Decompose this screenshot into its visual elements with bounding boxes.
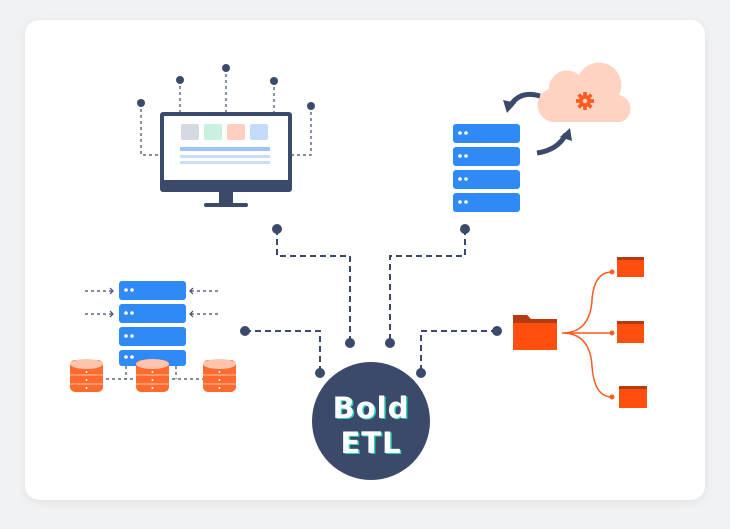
folder-tree-icon [513,257,647,408]
folder-icon [619,386,647,408]
folder-icon [617,321,644,343]
folder-icon [513,315,557,350]
database-icon [136,359,169,392]
connector-lines [240,224,502,378]
hub-title-line1: Bold [333,391,410,425]
gear-icon [576,92,594,110]
bold-etl-hub: Bold ETL [312,362,430,480]
database-icon [70,359,103,392]
folder-icon [617,257,644,277]
hub-title-line2: ETL [340,426,401,460]
database-cluster-icon [70,281,236,392]
database-icon [203,359,236,392]
monitor-icon [137,64,315,207]
cloud-server-icon [453,62,631,212]
